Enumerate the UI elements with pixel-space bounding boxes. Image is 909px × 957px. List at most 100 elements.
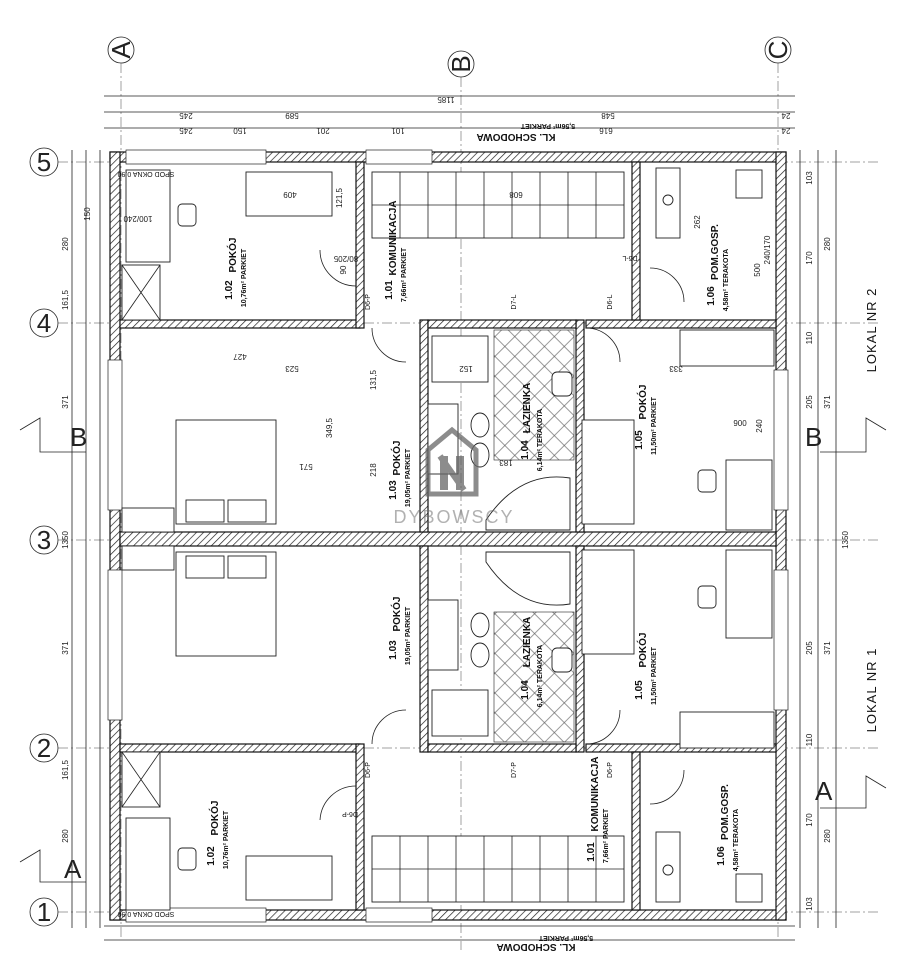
axis-4-label: 4	[37, 308, 51, 338]
furniture	[121, 167, 775, 911]
room-101-bottom-code: 1.01	[586, 842, 597, 862]
dim-inner-333: 333	[669, 364, 683, 373]
stairs-bottom-area: 5,56m² PARKIET	[538, 934, 593, 941]
dim-right-4: 110	[805, 331, 814, 344]
dim-misc-240-170: 240/170	[763, 235, 772, 264]
room-105-top-area: 11,50m² PARKIET	[651, 396, 658, 455]
room-labels-lower: 1.02 POKÓJ 10,76m² PARKIET 1.01 KOMUNIKA…	[206, 596, 740, 871]
inner-dimensions: 523 427 349,5 131,5 218 571 333 900 240 …	[233, 352, 764, 477]
dim-sub-6: 24	[781, 126, 790, 135]
dim-right-2: 280	[823, 237, 832, 251]
room-103-bottom-name: POKÓJ	[390, 596, 403, 631]
room-105-top-code: 1.05	[634, 430, 645, 450]
dim-misc-door: 80/205	[333, 254, 358, 263]
left-dimensions: 280 161,5 371 1350 371 161,5 280	[61, 237, 70, 843]
dim-right-10: 110	[805, 733, 814, 746]
sill-note-top: SPOD OKNA 0,90	[117, 170, 174, 177]
dim-misc-608: 608	[509, 190, 523, 199]
stairs-top-label: KL. SCHODOWA	[477, 131, 556, 142]
dim-left-4: 1350	[61, 531, 70, 549]
door-label-3: D7-L	[511, 294, 518, 309]
dim-misc-500: 500	[753, 263, 762, 277]
room-103-top-name: POKÓJ	[390, 440, 403, 475]
dim-misc-150: 150	[83, 207, 92, 221]
dim-inner-349: 349,5	[325, 417, 334, 438]
room-104-bottom-name: ŁAZIENKA	[522, 617, 533, 668]
axis-3-label: 3	[37, 525, 51, 555]
room-102-bottom-area: 10,76m² PARKIET	[223, 810, 230, 869]
dim-sub-3: 201	[316, 126, 330, 135]
dim-sub-2: 150	[233, 126, 247, 135]
dim-left-7: 280	[61, 829, 70, 843]
room-104-bottom-area: 6,14m² TERAKOTA	[537, 645, 544, 708]
dim-top-3: 548	[601, 111, 615, 120]
door-label-7: D6-P	[607, 762, 614, 778]
room-106-bottom-area: 4,58m² TERAKOTA	[733, 809, 740, 872]
room-105-bottom-name: POKÓJ	[636, 632, 649, 667]
room-101-top-area: 7,66m² PARKIET	[401, 247, 408, 302]
dim-sub-4: 101	[391, 126, 405, 135]
room-102-bottom-name: POKÓJ	[208, 800, 221, 835]
dim-right-13: 103	[805, 897, 814, 911]
dim-misc-262: 262	[693, 215, 702, 229]
dim-right-3: 170	[805, 251, 814, 265]
lokal-bottom-label: LOKAL NR 1	[864, 648, 879, 733]
axis-a-label: A	[106, 41, 136, 59]
room-104-top-area: 6,14m² TERAKOTA	[537, 409, 544, 472]
room-103-top-area: 19,05m² PARKIET	[405, 448, 412, 507]
interior-walls	[119, 161, 777, 911]
room-106-top-name: POM.GOSP.	[710, 224, 721, 280]
dim-inner-571: 571	[299, 462, 313, 471]
dim-right-8: 371	[823, 641, 832, 655]
room-106-top-area: 4,58m² TERAKOTA	[723, 249, 730, 312]
room-104-top-code: 1.04	[520, 440, 531, 460]
lokal-top-label: LOKAL NR 2	[864, 288, 879, 373]
dim-right-9: 205	[805, 641, 814, 655]
door-swings	[319, 249, 685, 821]
top-dimensions: 1185 245 589 548 24 245 150 201 101 616 …	[179, 95, 791, 135]
dim-left-2: 161,5	[61, 289, 70, 310]
dim-left-5: 371	[61, 641, 70, 655]
dim-right-11: 170	[805, 813, 814, 827]
stairs-bottom-label: KL. SCHODOWA	[497, 941, 576, 952]
room-106-bottom-code: 1.06	[716, 846, 727, 866]
staircase-bottom	[371, 835, 625, 903]
sill-notes: SPOD OKNA 0,90 SPOD OKNA 0,90	[117, 170, 174, 917]
section-b-left: B	[70, 422, 87, 452]
staircase-top	[371, 171, 625, 239]
dim-left-6: 161,5	[61, 759, 70, 780]
axis-b-label: B	[446, 55, 476, 72]
door-label-2: D6-L	[607, 294, 614, 309]
dim-misc-90: 90	[339, 265, 348, 274]
dim-top-4: 24	[781, 111, 790, 120]
room-105-bottom-code: 1.05	[634, 680, 645, 700]
right-dimensions: 103 280 170 110 205 371 1350 371 205 110…	[805, 171, 850, 911]
door-labels: D6-P D6-L D7-L D6-L D6-P D7-P D6-P D6-P	[342, 254, 638, 817]
door-label-5: D6-P	[365, 762, 372, 778]
axis-c-label: C	[763, 41, 793, 60]
dim-top-2: 589	[285, 111, 299, 120]
dim-misc-121: 121,5	[335, 187, 344, 208]
watermark-brand: DYBOWSCY	[393, 507, 514, 527]
dim-inner-427: 427	[233, 352, 247, 361]
dim-right-12: 280	[823, 829, 832, 843]
dim-sub-1: 245	[179, 126, 193, 135]
watermark-logo: DYBOWSCY	[393, 426, 514, 527]
bathroom-tiles	[493, 329, 575, 743]
room-labels-upper: 1.02 POKÓJ 10,76m² PARKIET 1.01 KOMUNIKA…	[224, 201, 730, 508]
lokal-labels: LOKAL NR 2 LOKAL NR 1	[864, 288, 879, 733]
exterior-walls	[107, 149, 789, 923]
dim-right-5: 205	[805, 395, 814, 409]
room-102-bottom-code: 1.02	[206, 846, 217, 866]
axis-5-label: 5	[37, 147, 51, 177]
dim-top-1: 245	[179, 111, 193, 120]
room-103-bottom-code: 1.03	[388, 640, 399, 660]
door-label-1: D6-P	[365, 294, 372, 310]
room-101-bottom-area: 7,66m² PARKIET	[603, 808, 610, 863]
room-105-top-name: POKÓJ	[636, 384, 649, 419]
sill-note-bottom: SPOD OKNA 0,90	[117, 910, 174, 917]
dim-right-7: 1350	[841, 531, 850, 549]
dim-inner-240: 240	[755, 419, 764, 433]
dim-sub-5: 616	[599, 126, 613, 135]
room-101-bottom-name: KOMUNIKACJA	[590, 757, 601, 832]
